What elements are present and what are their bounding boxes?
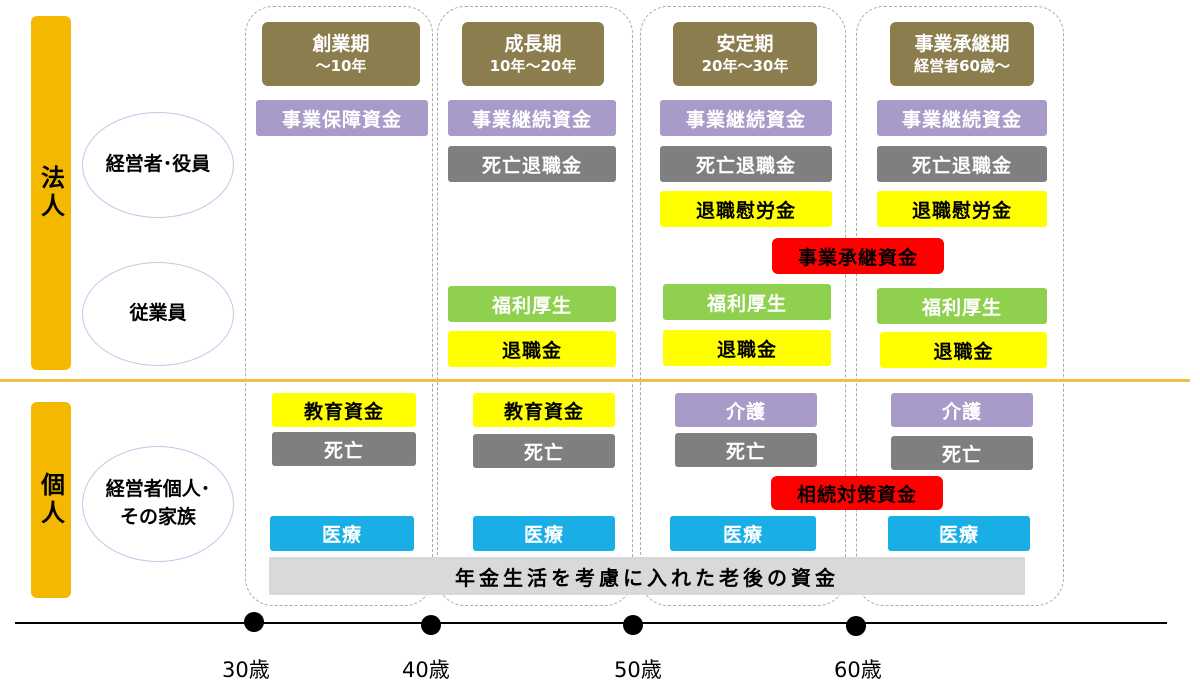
period-column-3 xyxy=(640,6,846,606)
age-label-60: 60歳 xyxy=(834,658,882,682)
period-column-2 xyxy=(437,6,633,606)
item-death-retirement-allowance: 死亡退職金 xyxy=(877,146,1047,182)
item-medical: 医療 xyxy=(670,516,816,551)
group-executives-label: 経営者･役員 xyxy=(105,153,211,176)
item-welfare-benefits: 福利厚生 xyxy=(877,288,1047,324)
period-title: 創業期 xyxy=(312,32,370,55)
period-subtitle: ～10年 xyxy=(315,56,367,75)
item-inheritance-planning-funds: 相続対策資金 xyxy=(771,476,943,510)
age-timeline xyxy=(15,622,1167,624)
group-owner-family: 経営者個人･ その家族 xyxy=(82,446,234,562)
age-label-50: 50歳 xyxy=(614,658,662,682)
retirement-pension-funds-bar: 年金生活を考慮に入れた老後の資金 xyxy=(269,557,1025,595)
item-death: 死亡 xyxy=(473,434,615,468)
item-retirement-allowance: 退職金 xyxy=(880,332,1047,368)
item-retirement-allowance: 退職金 xyxy=(448,331,616,367)
item-death: 死亡 xyxy=(675,433,817,467)
period-header-3: 安定期 20年～30年 xyxy=(673,22,817,86)
period-subtitle: 20年～30年 xyxy=(701,56,789,75)
group-owner-family-line2: その家族 xyxy=(119,506,196,528)
item-welfare-benefits: 福利厚生 xyxy=(448,286,616,322)
item-business-continuity-funds: 事業継続資金 xyxy=(660,100,832,136)
group-employees-label: 従業員 xyxy=(129,302,187,325)
timeline-marker-40 xyxy=(421,615,441,635)
period-column-1 xyxy=(245,6,433,606)
item-business-succession-funds: 事業承継資金 xyxy=(772,238,944,274)
period-column-4 xyxy=(856,6,1064,606)
period-title: 成長期 xyxy=(504,32,562,55)
item-education-funds: 教育資金 xyxy=(272,393,416,427)
item-business-continuity-funds: 事業継続資金 xyxy=(448,100,616,136)
individual-section-tab: 個人 xyxy=(31,402,71,598)
item-nursing-care: 介護 xyxy=(675,393,817,427)
item-education-funds: 教育資金 xyxy=(473,393,615,427)
group-executives: 経営者･役員 xyxy=(82,112,234,218)
period-header-4: 事業承継期 経営者60歳～ xyxy=(890,22,1034,86)
item-death-retirement-allowance: 死亡退職金 xyxy=(448,146,616,182)
item-business-protection-funds: 事業保障資金 xyxy=(256,100,428,136)
section-divider xyxy=(0,379,1190,382)
item-retirement-allowance: 退職金 xyxy=(663,330,831,366)
item-welfare-benefits: 福利厚生 xyxy=(663,284,831,320)
item-merit-retirement-allowance: 退職慰労金 xyxy=(660,191,832,227)
item-business-continuity-funds: 事業継続資金 xyxy=(877,100,1047,136)
age-label-40: 40歳 xyxy=(402,658,450,682)
group-owner-family-line1: 経営者個人･ xyxy=(105,478,211,501)
period-header-1: 創業期 ～10年 xyxy=(262,22,420,86)
item-death: 死亡 xyxy=(272,432,416,466)
timeline-marker-60 xyxy=(846,616,866,636)
item-medical: 医療 xyxy=(270,516,414,551)
item-death: 死亡 xyxy=(891,436,1033,470)
period-title: 安定期 xyxy=(716,32,774,55)
item-nursing-care: 介護 xyxy=(891,393,1033,427)
timeline-marker-30 xyxy=(244,612,264,632)
item-death-retirement-allowance: 死亡退職金 xyxy=(660,146,832,182)
item-medical: 医療 xyxy=(888,516,1030,551)
period-subtitle: 経営者60歳～ xyxy=(914,56,1010,75)
item-medical: 医療 xyxy=(473,516,615,551)
period-title: 事業承継期 xyxy=(914,32,1010,55)
timeline-marker-50 xyxy=(623,615,643,635)
corporate-section-tab: 法人 xyxy=(31,16,71,370)
item-merit-retirement-allowance: 退職慰労金 xyxy=(877,191,1047,227)
period-header-2: 成長期 10年～20年 xyxy=(462,22,604,86)
group-employees: 従業員 xyxy=(82,262,234,366)
age-label-30: 30歳 xyxy=(222,658,270,682)
period-subtitle: 10年～20年 xyxy=(489,56,577,75)
